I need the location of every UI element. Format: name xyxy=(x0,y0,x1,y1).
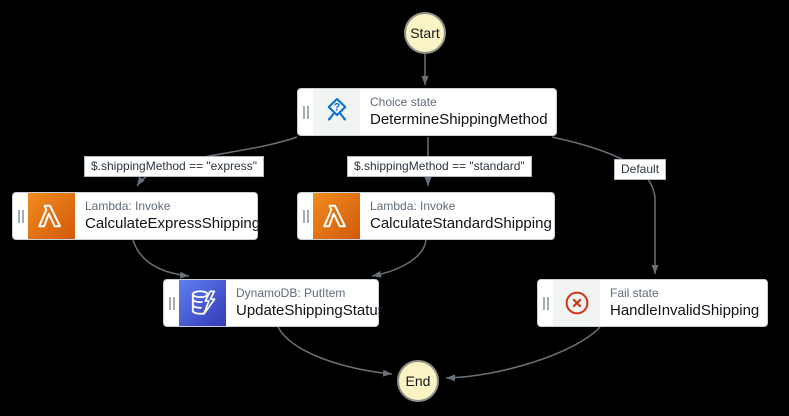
node-type-label: Choice state xyxy=(370,94,437,109)
fail-circle-x-icon xyxy=(553,280,600,326)
edge-fail-to-end xyxy=(445,326,601,382)
node-type-label: Lambda: Invoke xyxy=(85,198,171,213)
node-title: HandleInvalidShipping xyxy=(610,301,760,319)
dynamodb-icon xyxy=(179,280,226,326)
node-calculate-standard-shipping[interactable]: Lambda: Invoke CalculateStandardShipping xyxy=(297,192,555,240)
node-type-label: Fail state xyxy=(610,285,659,300)
lambda-icon xyxy=(28,193,75,239)
svg-text:?: ? xyxy=(333,102,339,114)
node-title: CalculateStandardShipping xyxy=(370,214,552,232)
edge-standard-to-update xyxy=(371,239,427,278)
node-choice-determine-shipping-method[interactable]: ? Choice state DetermineShippingMethod xyxy=(297,88,557,136)
lambda-icon xyxy=(313,193,360,239)
edge-update-to-end xyxy=(277,326,393,377)
choice-icon: ? xyxy=(313,89,360,135)
node-calculate-express-shipping[interactable]: Lambda: Invoke CalculateExpressShipping xyxy=(12,192,261,240)
start-node: Start xyxy=(404,12,446,54)
drag-handle[interactable] xyxy=(538,280,553,326)
node-title: DetermineShippingMethod xyxy=(370,110,548,128)
end-label: End xyxy=(405,373,431,389)
node-title: UpdateShippingStatus xyxy=(236,301,386,319)
node-update-shipping-status[interactable]: DynamoDB: PutItem UpdateShippingStatus xyxy=(163,279,385,327)
node-type-label: Lambda: Invoke xyxy=(370,198,456,213)
node-title: CalculateExpressShipping xyxy=(85,214,261,232)
branch-label-standard: $.shippingMethod == "standard" xyxy=(347,156,532,177)
drag-handle[interactable] xyxy=(298,89,313,135)
edge-express-to-update xyxy=(132,239,190,279)
edge-choice-to-fail xyxy=(551,136,659,274)
start-label: Start xyxy=(410,25,440,41)
node-handle-invalid-shipping[interactable]: Fail state HandleInvalidShipping xyxy=(537,279,768,327)
branch-label-default: Default xyxy=(614,159,667,180)
branch-label-express: $.shippingMethod == "express" xyxy=(84,156,264,177)
drag-handle[interactable] xyxy=(164,280,179,326)
drag-handle[interactable] xyxy=(298,193,313,239)
drag-handle[interactable] xyxy=(13,193,28,239)
end-node: End xyxy=(397,360,439,402)
node-type-label: DynamoDB: PutItem xyxy=(236,285,346,300)
